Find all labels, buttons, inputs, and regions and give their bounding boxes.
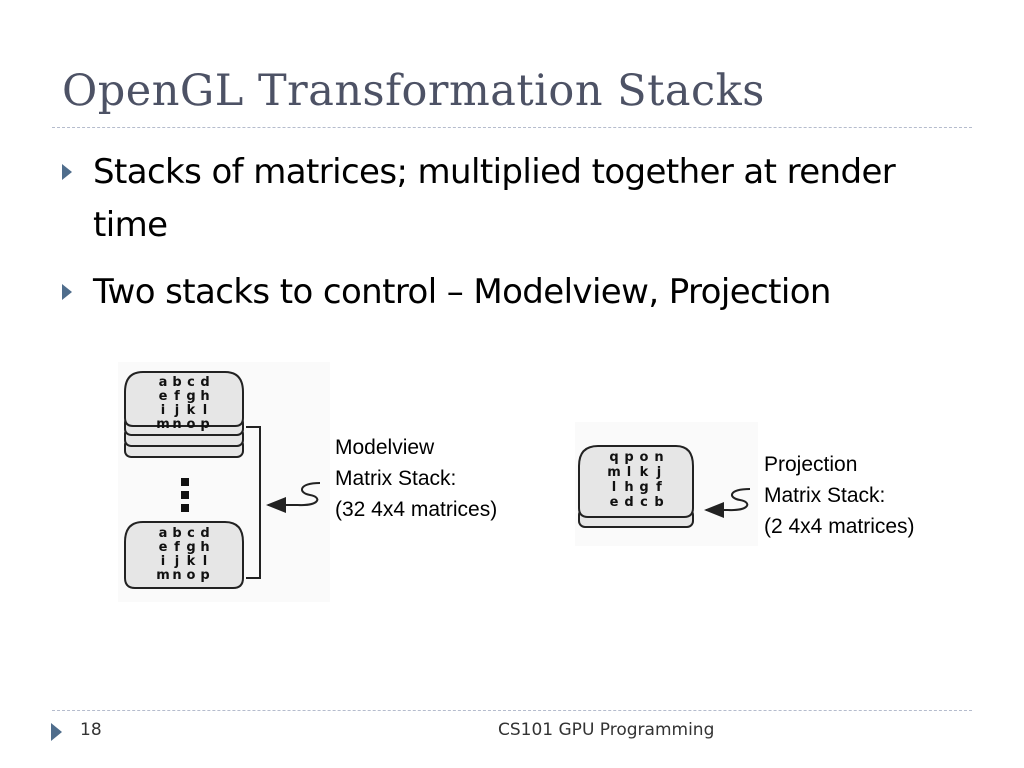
matrix-letter: e bbox=[159, 540, 168, 555]
bullet-text: Stacks of matrices; multiplied together … bbox=[93, 152, 896, 245]
matrix-letter: p bbox=[200, 417, 209, 432]
matrix-letter: l bbox=[612, 480, 616, 495]
bullet-list: Stacks of matrices; multiplied together … bbox=[62, 146, 962, 333]
caption-line: Modelview bbox=[335, 436, 435, 459]
matrix-tile bbox=[124, 521, 244, 589]
matrix-letter: c bbox=[187, 375, 195, 390]
stack-bracket bbox=[246, 426, 261, 579]
matrix-letter: h bbox=[200, 540, 209, 555]
matrix-letter: d bbox=[200, 375, 209, 390]
matrix-letter: g bbox=[186, 389, 195, 404]
matrix-letter: o bbox=[187, 417, 196, 432]
matrix-letter: d bbox=[624, 495, 633, 510]
footer-course: CS101 GPU Programming bbox=[498, 720, 715, 740]
matrix-letter: n bbox=[172, 568, 181, 583]
matrix-letter: h bbox=[200, 389, 209, 404]
triangle-bullet-icon bbox=[62, 284, 72, 300]
matrix-letter: n bbox=[654, 450, 663, 465]
matrix-letter: f bbox=[174, 540, 180, 555]
matrix-letter: m bbox=[156, 417, 170, 432]
matrix-letter: k bbox=[187, 554, 196, 569]
matrix-letter: d bbox=[200, 526, 209, 541]
squiggle-connector bbox=[297, 482, 321, 507]
vertical-dots-icon bbox=[181, 478, 189, 512]
matrix-letter: p bbox=[200, 568, 209, 583]
page-number: 18 bbox=[80, 720, 102, 740]
squiggle-connector bbox=[727, 488, 751, 512]
bullet-item: Two stacks to control – Modelview, Proje… bbox=[62, 266, 962, 319]
triangle-footer-icon bbox=[51, 723, 62, 741]
matrix-letter: b bbox=[172, 375, 181, 390]
matrix-letter: f bbox=[174, 389, 180, 404]
matrix-letter: h bbox=[624, 480, 633, 495]
matrix-letter: e bbox=[159, 389, 168, 404]
matrix-letter: p bbox=[624, 450, 633, 465]
matrix-letter: g bbox=[639, 480, 648, 495]
matrix-letter: a bbox=[159, 526, 168, 541]
matrix-letter: b bbox=[654, 495, 663, 510]
matrix-letter: g bbox=[186, 540, 195, 555]
caption-line: Matrix Stack: bbox=[335, 467, 457, 490]
bullet-text: Two stacks to control – Modelview, Proje… bbox=[93, 272, 831, 312]
matrix-letter: j bbox=[656, 465, 661, 480]
matrix-letter: k bbox=[640, 465, 649, 480]
matrix-tile bbox=[124, 371, 244, 427]
caption-line: Projection bbox=[764, 453, 858, 476]
caption-line: (2 4x4 matrices) bbox=[764, 515, 915, 538]
matrix-letter: m bbox=[156, 568, 170, 583]
matrix-letter: c bbox=[187, 526, 195, 541]
matrix-letter: j bbox=[174, 554, 179, 569]
matrix-letter: o bbox=[187, 568, 196, 583]
matrix-letter: l bbox=[203, 403, 207, 418]
title-divider bbox=[52, 127, 972, 128]
matrix-letter: b bbox=[172, 526, 181, 541]
matrix-letter: m bbox=[607, 465, 621, 480]
matrix-letter: q bbox=[609, 450, 618, 465]
triangle-bullet-icon bbox=[62, 164, 72, 180]
matrix-letter: k bbox=[187, 403, 196, 418]
matrix-letter: f bbox=[656, 480, 662, 495]
matrix-letter: i bbox=[161, 554, 165, 569]
slide-title: OpenGL Transformation Stacks bbox=[62, 66, 765, 116]
bullet-item: Stacks of matrices; multiplied together … bbox=[62, 146, 962, 252]
matrix-letter: i bbox=[161, 403, 165, 418]
matrix-letter: l bbox=[203, 554, 207, 569]
projection-caption: Projection Matrix Stack: (2 4x4 matrices… bbox=[764, 449, 915, 542]
modelview-caption: Modelview Matrix Stack: (32 4x4 matrices… bbox=[335, 432, 497, 525]
matrix-letter: o bbox=[640, 450, 649, 465]
matrix-letter: e bbox=[610, 495, 619, 510]
matrix-letter: a bbox=[159, 375, 168, 390]
matrix-letter: j bbox=[174, 403, 179, 418]
caption-line: Matrix Stack: bbox=[764, 484, 886, 507]
matrix-letter: l bbox=[627, 465, 631, 480]
matrix-letter: c bbox=[640, 495, 648, 510]
matrix-tile bbox=[578, 445, 694, 518]
matrix-letter: n bbox=[172, 417, 181, 432]
caption-line: (32 4x4 matrices) bbox=[335, 498, 498, 521]
footer-divider bbox=[52, 710, 972, 711]
